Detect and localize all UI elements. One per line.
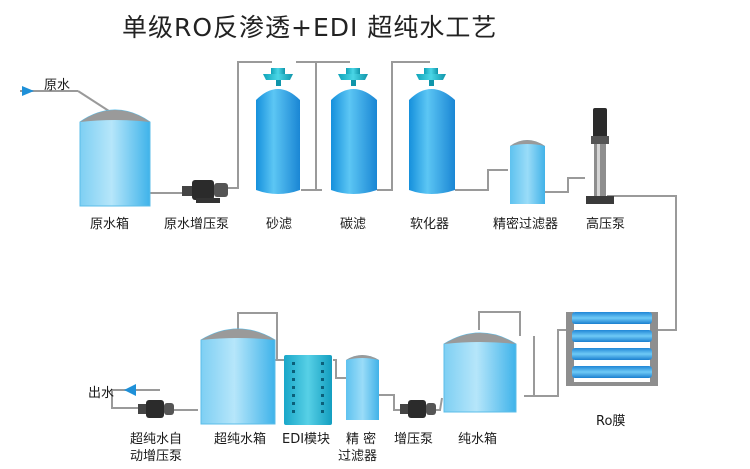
pipe-outlet [111,389,140,409]
outlet-label: 出水 [88,386,115,401]
pipe-filter-to-hp-pump [545,177,585,193]
pipe-ro-to-tank [533,329,570,397]
high-pressure-pump-shape [586,108,614,204]
sand-filter-label: 砂滤 [266,217,293,232]
pipe-carbon-loop [301,61,350,191]
pipe-pure-tank-top [478,311,521,336]
edi-module-shape [284,355,332,425]
raw-water-tank-shape [79,109,151,207]
pipe-tank-to-booster [435,397,443,411]
carbon-filter-shape [331,68,377,194]
booster-pump-shape [400,400,436,418]
inlet-label: 原水 [44,78,71,93]
ultrapure-pump-shape [138,400,174,418]
precision-filter-1-label: 精密过滤器 [493,217,559,232]
raw-water-pump-shape [182,180,228,203]
ultrapure-tank-label: 超纯水箱 [214,432,267,447]
precision-filter-2-shape [346,355,379,420]
precision-filter-1-shape [510,140,545,204]
sand-filter-shape [256,68,300,194]
pipe-softener-to-filter [455,169,508,191]
high-pressure-pump-label: 高压泵 [586,217,626,232]
precision-filter-2-label-line2: 过滤器 [338,449,378,464]
ultrapure-pump-label-line2: 动增压泵 [130,449,183,464]
pipe-filter-to-edi [333,359,347,379]
pipe-pump-to-sand [226,61,272,189]
pipe-ultra-tank-top [237,312,278,360]
carbon-filter-label: 碳滤 [340,217,367,232]
pure-water-tank-label: 纯水箱 [458,432,498,447]
raw-water-tank-label: 原水箱 [90,217,130,232]
edi-module-label: EDI模块 [282,432,331,447]
ro-membrane-shape [566,312,658,386]
pipe-carbon-to-softener [377,61,430,191]
ro-membrane-label: Ro膜 [596,414,626,429]
outlet-arrow [124,384,160,396]
softener-label: 软化器 [410,217,450,232]
diagram-title: 单级RO反渗透+EDI 超纯水工艺 [122,13,498,42]
pipe-hp-pump-to-ro [607,195,677,331]
precision-filter-2-label-line1: 精 密 [346,432,377,447]
pipe-network [111,61,677,411]
booster-pump-label: 增压泵 [394,432,434,447]
ultrapure-pump-label-line1: 超纯水自 [130,432,183,447]
pipe-booster-to-filter [379,394,402,411]
ultrapure-tank-shape [200,328,276,425]
softener-shape [409,68,455,194]
inlet-arrow [20,86,113,114]
raw-water-pump-label: 原水增压泵 [164,217,230,232]
pure-water-tank-shape [443,332,517,413]
